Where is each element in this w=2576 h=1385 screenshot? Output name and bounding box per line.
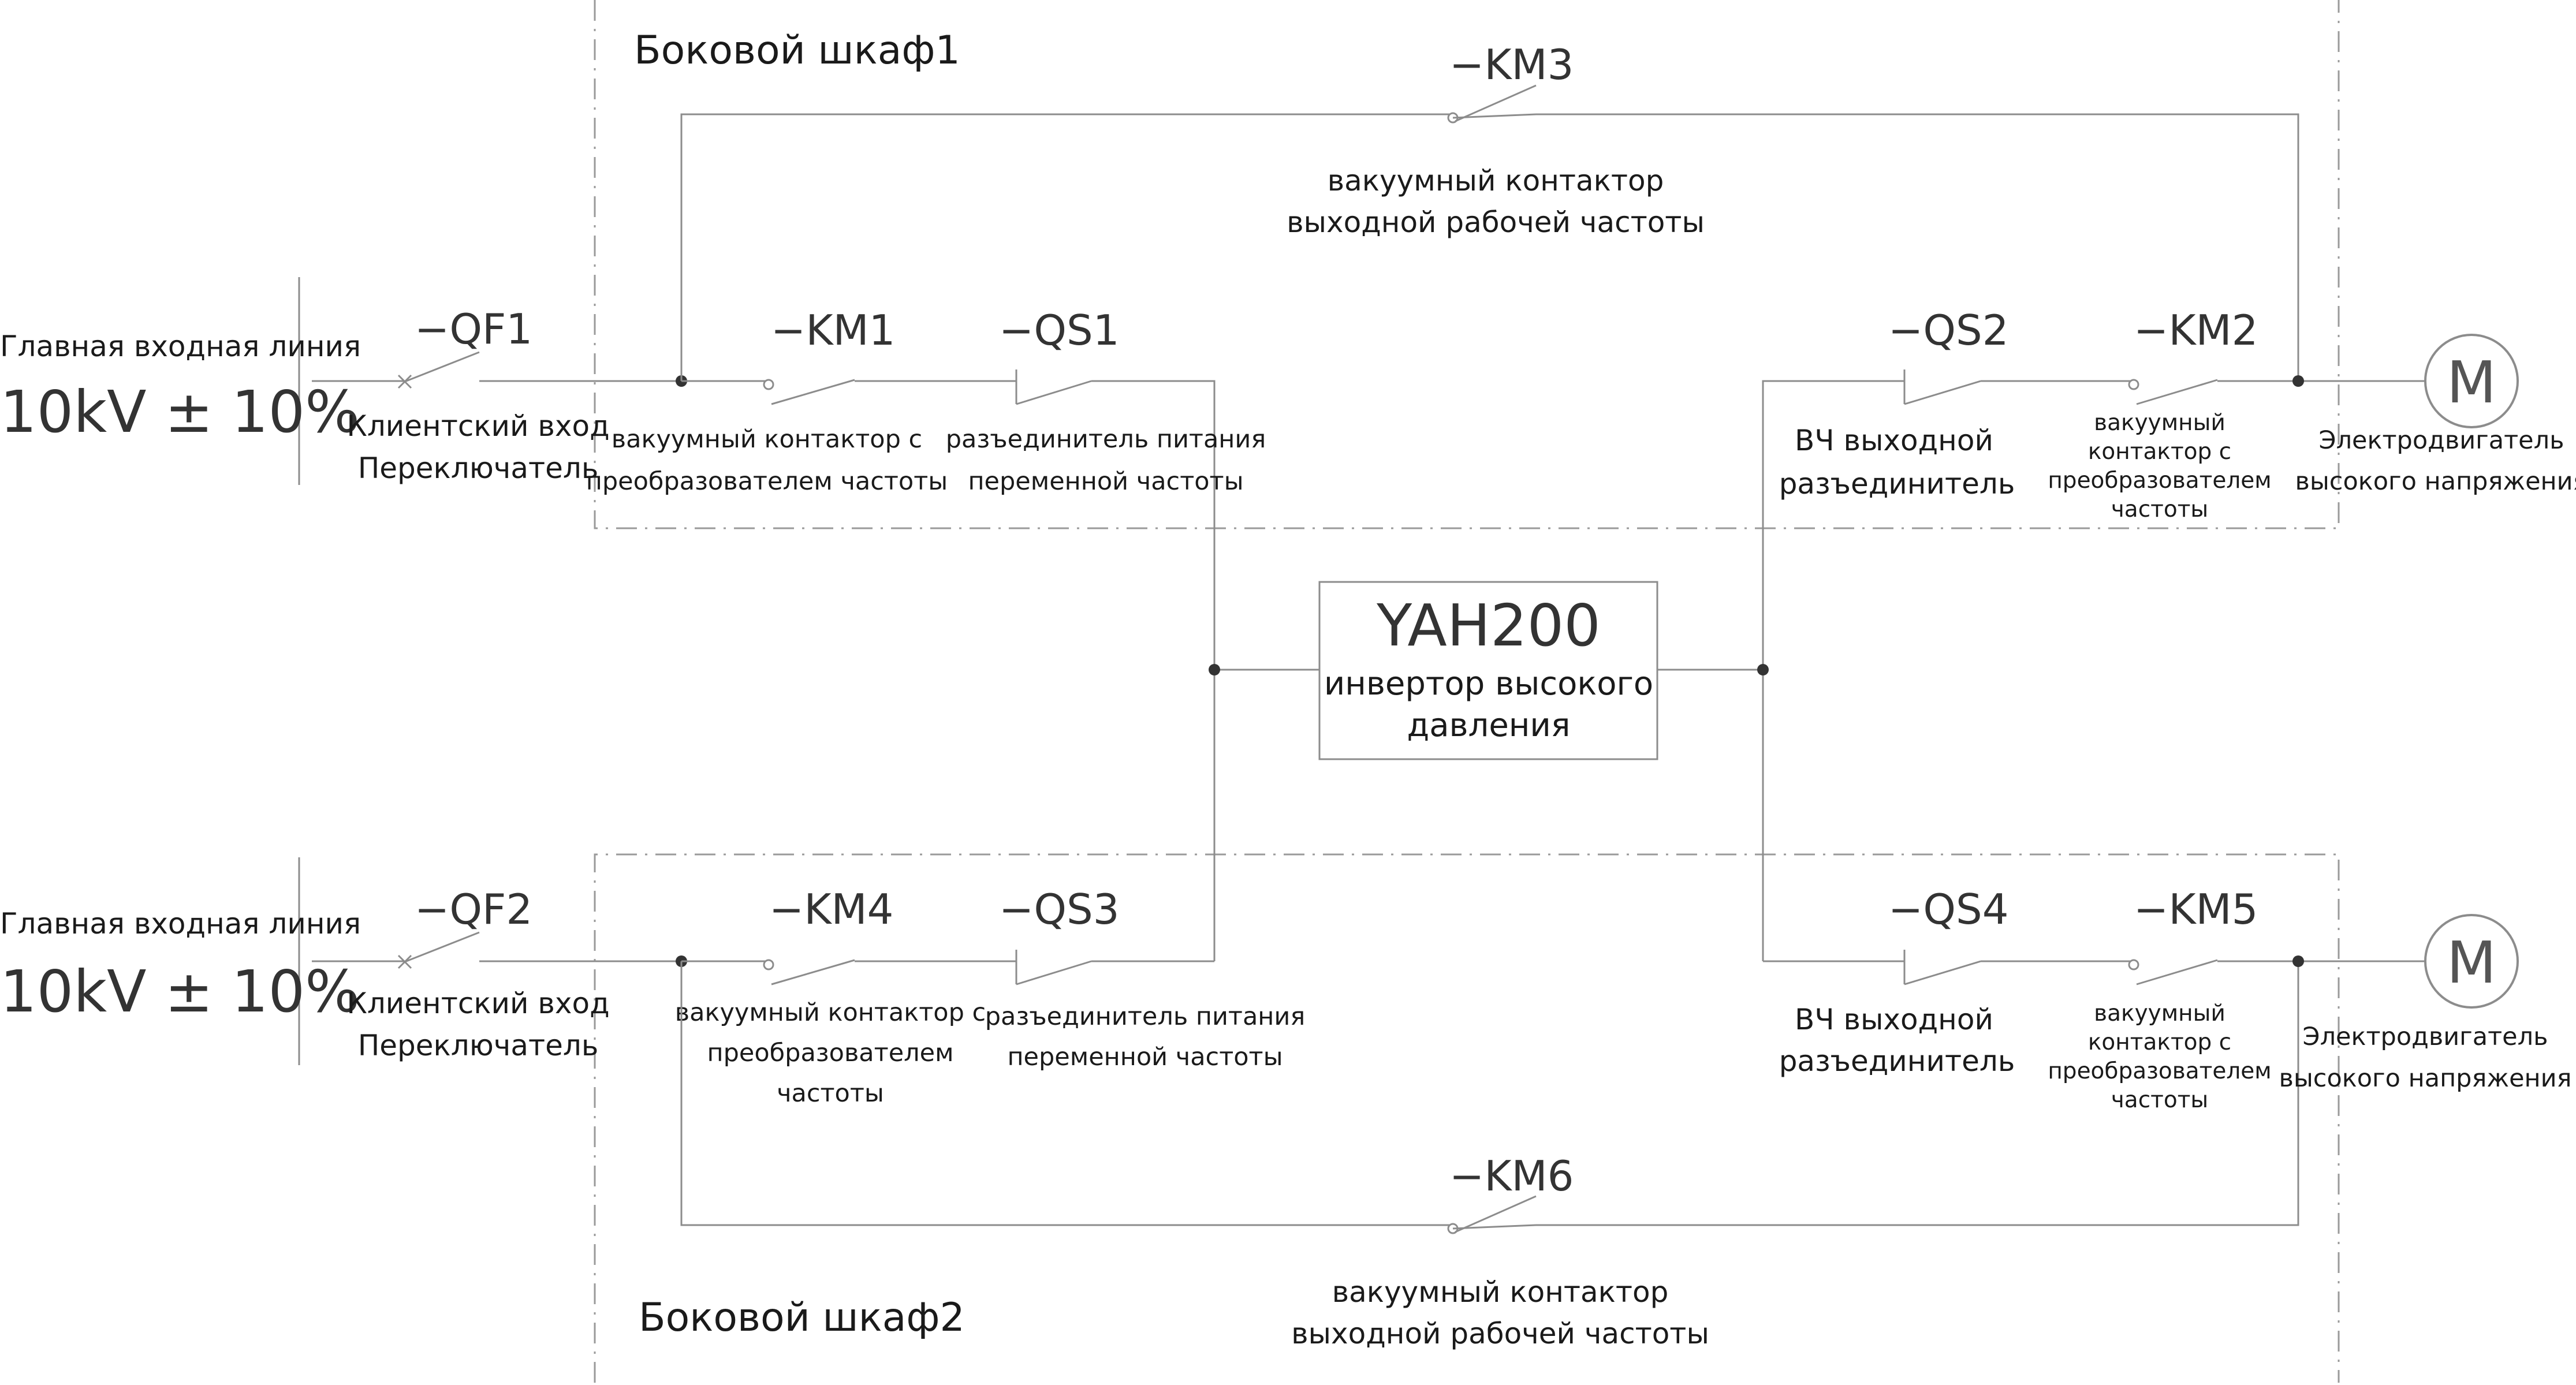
motor-label: Электродвигатель [2319,426,2564,455]
km3-label: вакуумный контактор [1328,164,1664,197]
motor-label: Электродвигатель [2303,1022,2548,1051]
km6-label: вакуумный контактор [1332,1275,1669,1309]
km1-tag: −KM1 [771,306,895,354]
qs1-label: разъединитель питания [946,425,1266,454]
km4-label: вакуумный контактор с [675,998,986,1027]
inverter-model: YAH200 [1376,592,1601,659]
qs2-disconnector [1762,369,2131,670]
inverter-links [1209,664,1769,961]
inverter-label: давления [1407,707,1571,744]
inverter-label: инвертор высокого [1324,665,1653,703]
qf1-label: Переключатель [358,451,599,485]
junction-node [1209,664,1220,675]
qf2-label: Клиентский вход [346,987,609,1020]
qf1-label: Клиентский вход [346,409,609,443]
km2-tag: −KM2 [2134,306,2258,354]
km4-label: частоты [777,1079,884,1108]
junction-node [2292,375,2304,387]
km6-label: выходной рабочей частоты [1291,1317,1709,1350]
km6-bypass-contact [680,961,2299,1234]
incoming-line-label: Главная входная линия [0,907,361,940]
qs1-tag: −QS1 [999,306,1120,354]
qs3-label: разъединитель питания [985,1002,1305,1031]
km2-label: контактор с [2088,439,2231,465]
motor-label: высокого напряжения [2295,467,2576,496]
qs4-tag: −QS4 [1888,885,2009,934]
km5-tag: −KM5 [2134,885,2258,934]
qs2-label: разъединитель [1779,467,2015,501]
qf2-tag: −QF2 [415,885,532,934]
km5-label: вакуумный [2094,1001,2225,1026]
km5-contact [2128,955,2425,985]
km5-label: контактор с [2088,1029,2231,1055]
km4-label: преобразователем [707,1039,953,1067]
qs3-label: переменной частоты [1007,1043,1283,1072]
cabinet-2-title: Боковой шкаф2 [639,1295,965,1341]
km2-label: вакуумный [2094,410,2225,436]
motor-symbol: M [2447,349,2496,416]
qs1-disconnector [1015,369,1216,670]
motor-symbol: M [2447,929,2496,996]
cabinet-1-title: Боковой шкаф1 [634,28,960,73]
qs3-disconnector [1015,950,1214,985]
incoming-line-label: Главная входная линия [0,330,361,363]
km2-label: частоты [2111,496,2208,522]
junction-node [1757,664,1769,675]
incoming-voltage: 10kV ± 10% [0,958,360,1025]
km2-contact [2128,375,2425,405]
qs4-disconnector [1763,950,2131,985]
km1-contact [681,379,1016,405]
qs1-label: переменной частоты [968,467,1243,496]
km1-label: преобразователем частоты [586,467,948,496]
km3-tag: −KM3 [1449,40,1574,89]
km3-label: выходной рабочей частоты [1287,206,1705,239]
km4-tag: −KM4 [769,885,893,934]
km2-label: преобразователем [2048,468,2271,494]
qs4-label: ВЧ выходной [1795,1003,1993,1036]
qf2-label: Переключатель [358,1029,599,1062]
km1-label: вакуумный контактор с [612,425,922,454]
km6-tag: −KM6 [1449,1152,1574,1200]
motor-bottom: M [2424,914,2519,1009]
km4-contact [681,959,1016,985]
motor-top: M [2424,334,2519,428]
inverter-block: YAH200 инвертор высокого давления [1318,581,1658,760]
incoming-voltage: 10kV ± 10% [0,378,360,446]
km5-label: частоты [2111,1087,2208,1113]
junction-node [2292,955,2304,967]
qs2-tag: −QS2 [1888,306,2009,354]
qs2-label: ВЧ выходной [1795,424,1993,457]
km5-label: преобразователем [2048,1058,2271,1084]
km3-bypass-contact [680,84,2299,381]
incoming-line-bottom [298,857,687,1065]
qs3-tag: −QS3 [999,885,1120,934]
qs4-label: разъединитель [1779,1044,2015,1078]
qf1-tag: −QF1 [415,305,532,353]
incoming-line-top [298,277,687,485]
motor-label: высокого напряжения [2279,1064,2572,1093]
